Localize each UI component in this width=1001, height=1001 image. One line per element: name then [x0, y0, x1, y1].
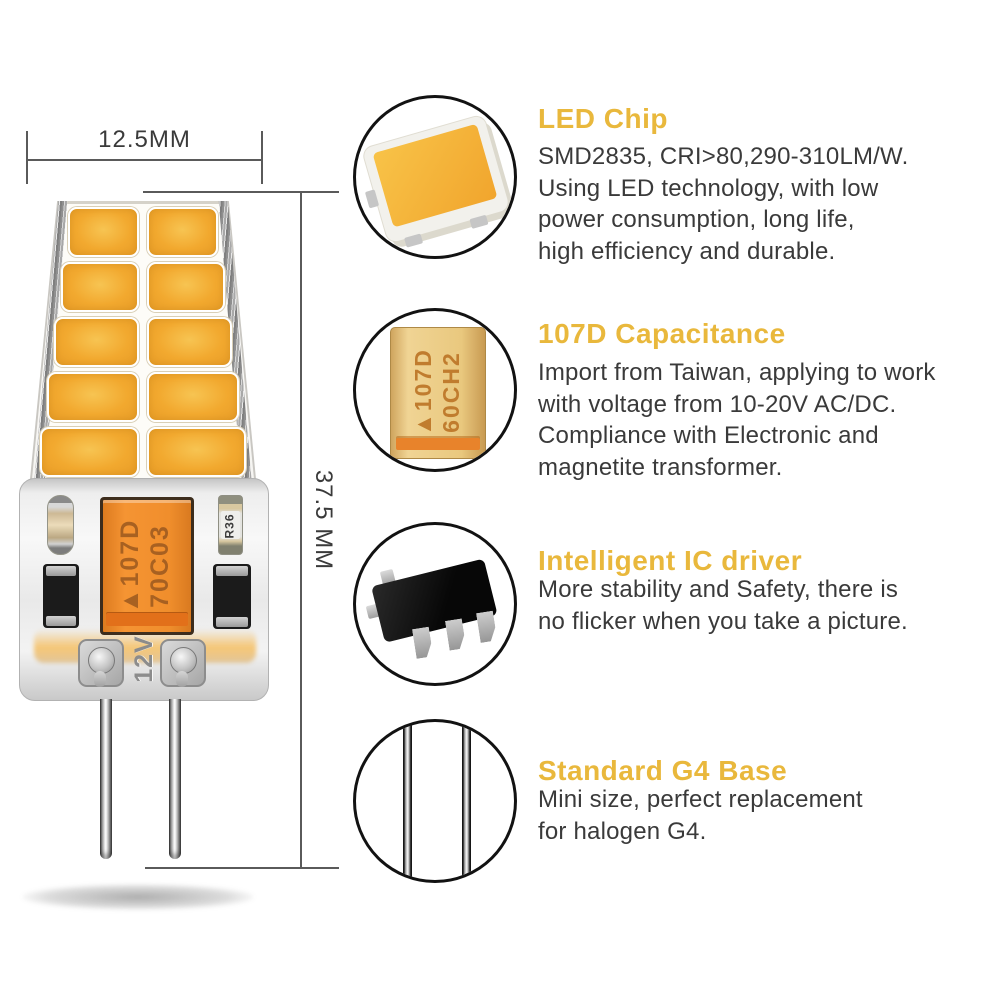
height-dimension-tick-bottom — [145, 867, 339, 869]
width-dimension-line — [27, 159, 262, 161]
callout-body-led-chip: SMD2835, CRI>80,290-310LM/W. Using LED t… — [538, 143, 909, 265]
capacitor-photo-line1: ▲107D — [410, 348, 436, 436]
callout-title-led-chip: LED Chip — [538, 103, 668, 134]
led-row — [40, 427, 246, 477]
callout-body-capacitance: Import from Taiwan, applying to work wit… — [538, 359, 936, 481]
resistor-label-band — [221, 511, 240, 539]
capacitor-photo-stripe — [396, 438, 480, 450]
capacitor-photo-line2: 60CH2 — [438, 351, 464, 433]
led-chip-phosphor — [372, 123, 498, 228]
bulb-shadow — [22, 884, 254, 910]
led-chip-contact — [404, 233, 424, 248]
bulb-photo-top — [30, 201, 256, 479]
ic-leg — [476, 611, 497, 643]
solder-rivet — [88, 647, 115, 674]
resistor-r36: R36 — [218, 495, 243, 555]
solder-rivet — [170, 647, 197, 674]
photo-circle-ic-driver — [353, 522, 517, 686]
led-row — [61, 262, 225, 312]
g4-pin-photo-left — [403, 722, 412, 880]
led-row — [47, 372, 239, 422]
capacitor-stripe — [106, 613, 188, 626]
led-chip — [147, 372, 239, 422]
voltage-marking: 12V — [130, 635, 158, 683]
resistor-component-left — [47, 495, 74, 555]
solder-pad-left — [78, 639, 124, 687]
led-chip — [147, 317, 232, 367]
height-dimension-label: 37.5 MM — [310, 469, 337, 571]
photo-circle-g4-base — [353, 719, 517, 883]
width-dimension-tick-right — [261, 131, 263, 184]
solder-drip — [176, 671, 188, 687]
led-chip — [40, 427, 139, 477]
ic-driver-photo — [365, 548, 508, 666]
led-chip-contact — [469, 214, 489, 229]
led-chip — [147, 207, 218, 257]
callout-body-g4-base: Mini size, perfect replacement for halog… — [538, 786, 863, 845]
width-dimension-tick-left — [26, 131, 28, 184]
diode-component-right — [213, 564, 251, 629]
component-pad — [216, 566, 248, 576]
component-pad — [46, 566, 76, 576]
component-pad — [216, 617, 248, 627]
photo-circle-led-chip — [353, 95, 517, 259]
width-dimension-label: 12.5MM — [98, 126, 191, 153]
height-dimension-tick-top — [143, 191, 339, 193]
led-chip-package — [361, 114, 511, 248]
led-chip-contact — [364, 189, 380, 209]
component-pad — [46, 616, 76, 626]
led-chip — [147, 262, 225, 312]
height-dimension-line — [300, 191, 302, 869]
led-chip — [68, 207, 139, 257]
g4-pin-right — [169, 699, 181, 859]
callout-body-ic-driver: More stability and Safety, there is no f… — [538, 576, 908, 635]
callout-title-g4-base: Standard G4 Base — [538, 755, 788, 786]
led-row — [54, 317, 232, 367]
g4-pin-left — [100, 699, 112, 859]
capacitor-marking-line1: ▲107D — [116, 518, 144, 614]
callout-title-ic-driver: Intelligent IC driver — [538, 545, 803, 576]
led-chip — [47, 372, 139, 422]
led-chip — [147, 427, 246, 477]
diode-component-left — [43, 564, 79, 628]
solder-drip — [94, 671, 106, 687]
callout-title-capacitance: 107D Capacitance — [538, 318, 786, 349]
led-chip — [54, 317, 139, 367]
g4-pin-photo-right — [462, 722, 471, 880]
led-chip-photo — [361, 114, 511, 248]
led-chip — [61, 262, 139, 312]
resistor-r36-marking: R36 — [222, 513, 237, 539]
capacitor-marking-line2: 70C03 — [146, 524, 174, 608]
solder-pad-right — [160, 639, 206, 687]
led-row — [68, 207, 218, 257]
